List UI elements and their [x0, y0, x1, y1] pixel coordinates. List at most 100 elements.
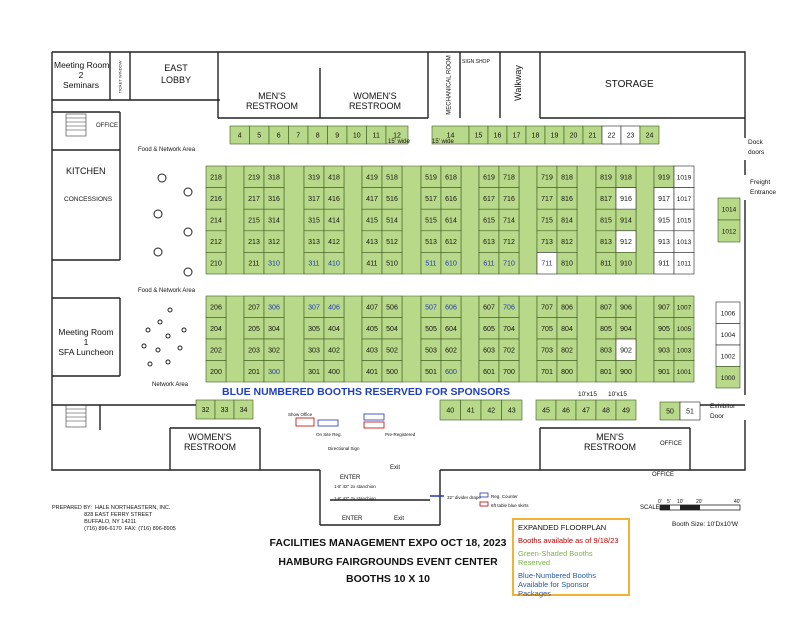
booth-rect[interactable] — [501, 399, 523, 421]
booth-610[interactable]: 610 — [440, 252, 462, 275]
booth-707[interactable]: 707 — [536, 295, 558, 318]
booth-213[interactable]: 213 — [243, 230, 265, 253]
booth-615[interactable]: 615 — [478, 208, 500, 232]
booth-803[interactable]: 803 — [595, 338, 617, 361]
booth-919[interactable]: 919 — [653, 165, 675, 188]
booth-817[interactable]: 817 — [595, 187, 617, 210]
booth-1014[interactable]: 1014 — [717, 197, 741, 221]
booth-515[interactable]: 515 — [420, 208, 442, 232]
booth-rect[interactable] — [679, 401, 701, 421]
booth-606[interactable]: 606 — [440, 295, 462, 318]
booth-516[interactable]: 516 — [381, 187, 403, 210]
booth-800[interactable]: 800 — [556, 360, 578, 383]
booth-301[interactable]: 301 — [303, 360, 325, 383]
booth-9[interactable]: 9 — [327, 125, 348, 145]
booth-503[interactable]: 503 — [420, 338, 442, 361]
booth-315[interactable]: 315 — [303, 208, 325, 232]
booth-617[interactable]: 617 — [478, 187, 500, 210]
booth-24[interactable]: 24 — [639, 125, 660, 145]
booth-407[interactable]: 407 — [361, 295, 383, 318]
booth-rect[interactable] — [498, 252, 520, 275]
booth-rect[interactable] — [615, 360, 637, 383]
booth-206[interactable]: 206 — [205, 295, 227, 318]
booth-rect[interactable] — [498, 360, 520, 383]
booth-701[interactable]: 701 — [536, 360, 558, 383]
booth-402[interactable]: 402 — [323, 338, 345, 361]
booth-917[interactable]: 917 — [653, 187, 675, 210]
booth-47[interactable]: 47 — [575, 399, 597, 421]
booth-1011[interactable]: 1011 — [673, 252, 695, 275]
booth-4[interactable]: 4 — [229, 125, 250, 145]
booth-1000[interactable]: 1000 — [715, 366, 741, 389]
booth-212[interactable]: 212 — [205, 230, 227, 253]
booth-rect[interactable] — [263, 252, 285, 275]
booth-1015[interactable]: 1015 — [673, 208, 695, 232]
booth-rect[interactable] — [715, 366, 741, 389]
booth-rect[interactable] — [615, 252, 637, 275]
booth-201[interactable]: 201 — [243, 360, 265, 383]
booth-313[interactable]: 313 — [303, 230, 325, 253]
booth-rect[interactable] — [233, 399, 254, 420]
booth-11[interactable]: 11 — [366, 125, 387, 145]
booth-618[interactable]: 618 — [440, 165, 462, 188]
booth-rect[interactable] — [440, 252, 462, 275]
booth-33[interactable]: 33 — [214, 399, 235, 420]
booth-202[interactable]: 202 — [205, 338, 227, 361]
booth-217[interactable]: 217 — [243, 187, 265, 210]
booth-406[interactable]: 406 — [323, 295, 345, 318]
booth-501[interactable]: 501 — [420, 360, 442, 383]
booth-603[interactable]: 603 — [478, 338, 500, 361]
booth-rect[interactable] — [381, 360, 403, 383]
booth-20[interactable]: 20 — [563, 125, 584, 145]
booth-317[interactable]: 317 — [303, 187, 325, 210]
booth-34[interactable]: 34 — [233, 399, 254, 420]
booth-601[interactable]: 601 — [478, 360, 500, 383]
booth-rect[interactable] — [556, 360, 578, 383]
booth-607[interactable]: 607 — [478, 295, 500, 318]
booth-302[interactable]: 302 — [263, 338, 285, 361]
booth-910[interactable]: 910 — [615, 252, 637, 275]
booth-704[interactable]: 704 — [498, 317, 520, 340]
booth-306[interactable]: 306 — [263, 295, 285, 318]
booth-804[interactable]: 804 — [556, 317, 578, 340]
booth-415[interactable]: 415 — [361, 208, 383, 232]
booth-715[interactable]: 715 — [536, 208, 558, 232]
booth-811[interactable]: 811 — [595, 252, 617, 275]
booth-519[interactable]: 519 — [420, 165, 442, 188]
booth-705[interactable]: 705 — [536, 317, 558, 340]
booth-711[interactable]: 711 — [536, 252, 558, 275]
booth-518[interactable]: 518 — [381, 165, 403, 188]
booth-416[interactable]: 416 — [323, 187, 345, 210]
booth-50[interactable]: 50 — [659, 401, 681, 421]
booth-616[interactable]: 616 — [440, 187, 462, 210]
booth-502[interactable]: 502 — [381, 338, 403, 361]
booth-605[interactable]: 605 — [478, 317, 500, 340]
booth-805[interactable]: 805 — [595, 317, 617, 340]
booth-17[interactable]: 17 — [506, 125, 527, 145]
booth-rect[interactable] — [381, 252, 403, 275]
booth-404[interactable]: 404 — [323, 317, 345, 340]
booth-214[interactable]: 214 — [205, 208, 227, 232]
booth-716[interactable]: 716 — [498, 187, 520, 210]
booth-rect[interactable] — [717, 219, 741, 243]
booth-906[interactable]: 906 — [615, 295, 637, 318]
booth-312[interactable]: 312 — [263, 230, 285, 253]
booth-714[interactable]: 714 — [498, 208, 520, 232]
booth-5[interactable]: 5 — [249, 125, 270, 145]
booth-1003[interactable]: 1003 — [673, 338, 695, 361]
booth-210[interactable]: 210 — [205, 252, 227, 275]
booth-401[interactable]: 401 — [361, 360, 383, 383]
booth-311[interactable]: 311 — [303, 252, 325, 275]
booth-203[interactable]: 203 — [243, 338, 265, 361]
booth-319[interactable]: 319 — [303, 165, 325, 188]
booth-913[interactable]: 913 — [653, 230, 675, 253]
booth-207[interactable]: 207 — [243, 295, 265, 318]
booth-612[interactable]: 612 — [440, 230, 462, 253]
booth-314[interactable]: 314 — [263, 208, 285, 232]
booth-703[interactable]: 703 — [536, 338, 558, 361]
booth-21[interactable]: 21 — [582, 125, 603, 145]
booth-619[interactable]: 619 — [478, 165, 500, 188]
booth-900[interactable]: 900 — [615, 360, 637, 383]
booth-905[interactable]: 905 — [653, 317, 675, 340]
booth-806[interactable]: 806 — [556, 295, 578, 318]
